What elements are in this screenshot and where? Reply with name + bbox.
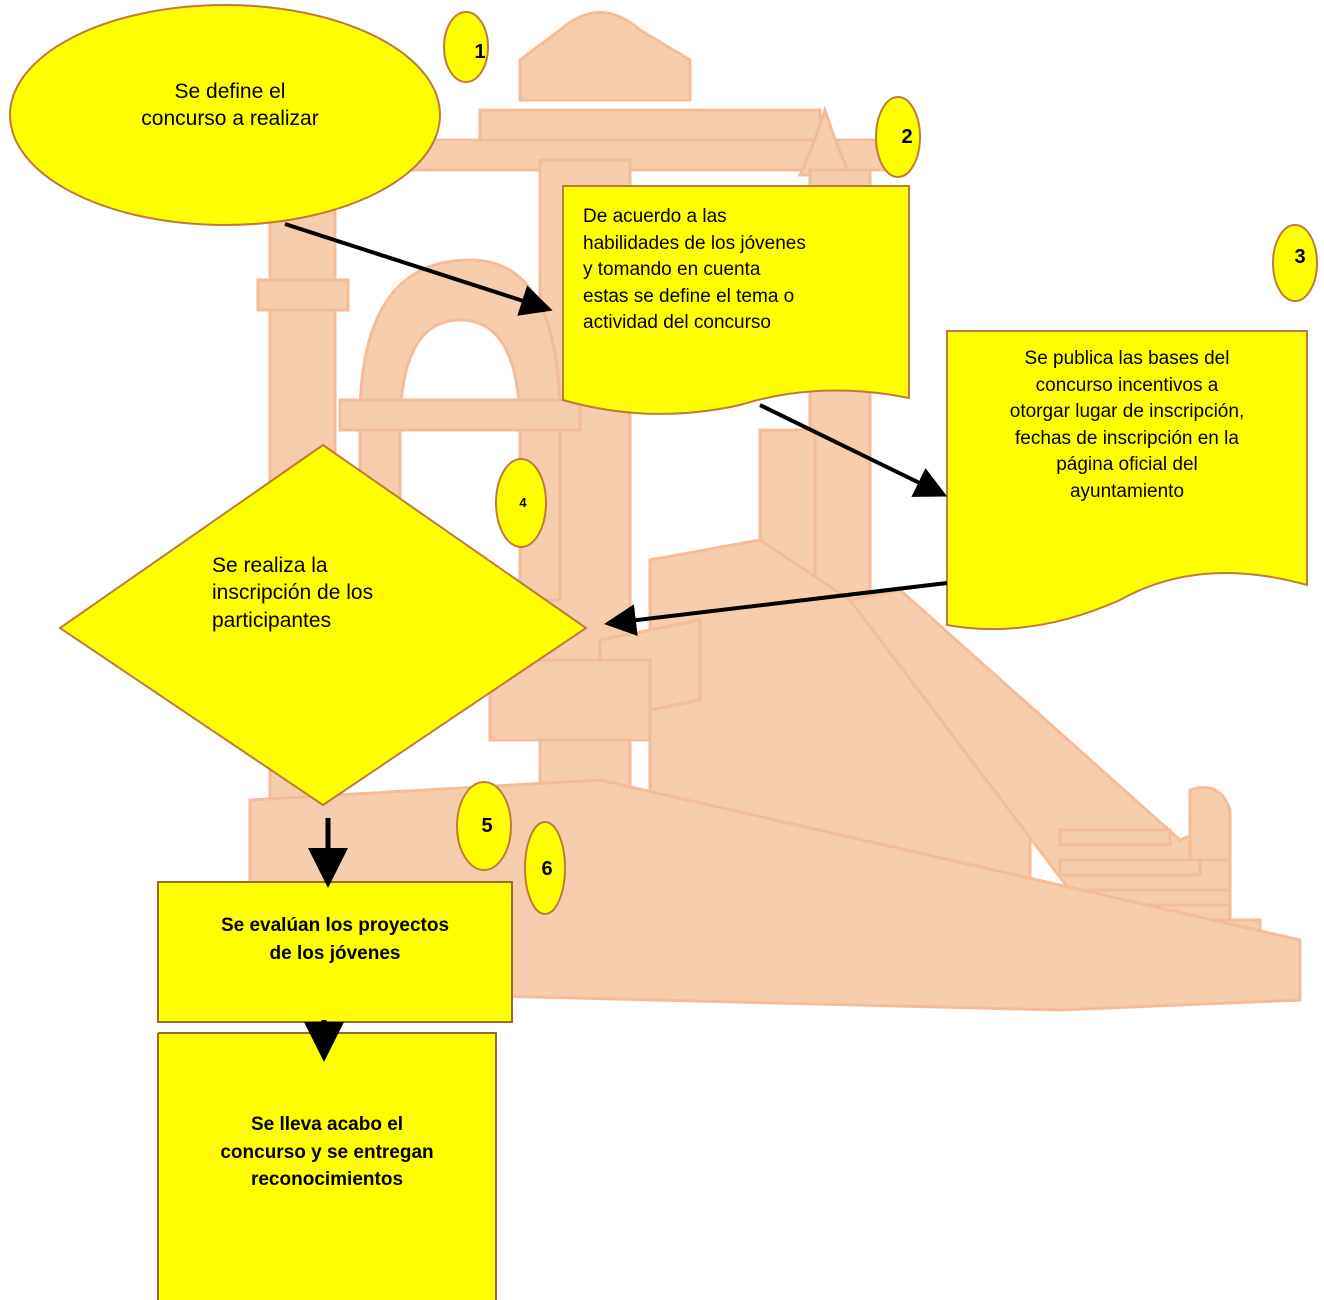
step-6-text: Se lleva acabo el concurso y se entregan…	[220, 1114, 434, 1191]
step-5-text: Se evalúan los proyectos de los jóvenes	[220, 915, 450, 964]
step-3-text: Se publica las bases del concurso incent…	[1009, 348, 1245, 502]
step-number-6: 6	[541, 858, 553, 880]
step-number-badge-5	[456, 781, 512, 871]
step-number-badge-1	[443, 11, 489, 83]
step-number-badge-4	[495, 458, 547, 548]
step-number-5: 5	[481, 815, 493, 837]
step-2-shape	[562, 185, 910, 415]
step-3-shape	[946, 330, 1308, 631]
connector-arrow-1-to-2	[284, 222, 553, 316]
step-number-badge-3	[1272, 224, 1318, 302]
step-number-2: 2	[901, 126, 913, 148]
step-number-4: 4	[519, 495, 527, 510]
step-4-shape	[58, 443, 588, 807]
connector-arrow-3-to-4	[604, 581, 948, 637]
step-number-1: 1	[474, 41, 486, 63]
step-number-3: 3	[1294, 246, 1306, 268]
step-2-text: De acuerdo a las habilidades de los jóve…	[583, 206, 806, 334]
step-1-shape	[9, 4, 441, 226]
step-4-text: Se realiza la inscripción de los partici…	[212, 554, 374, 632]
step-number-badge-2	[875, 96, 921, 178]
connector-arrow-2-to-3	[759, 403, 948, 497]
step-1-text: Se define el concurso a realizar	[141, 80, 319, 131]
step-number-badge-6	[524, 821, 566, 915]
step-5-shape	[157, 881, 513, 1023]
